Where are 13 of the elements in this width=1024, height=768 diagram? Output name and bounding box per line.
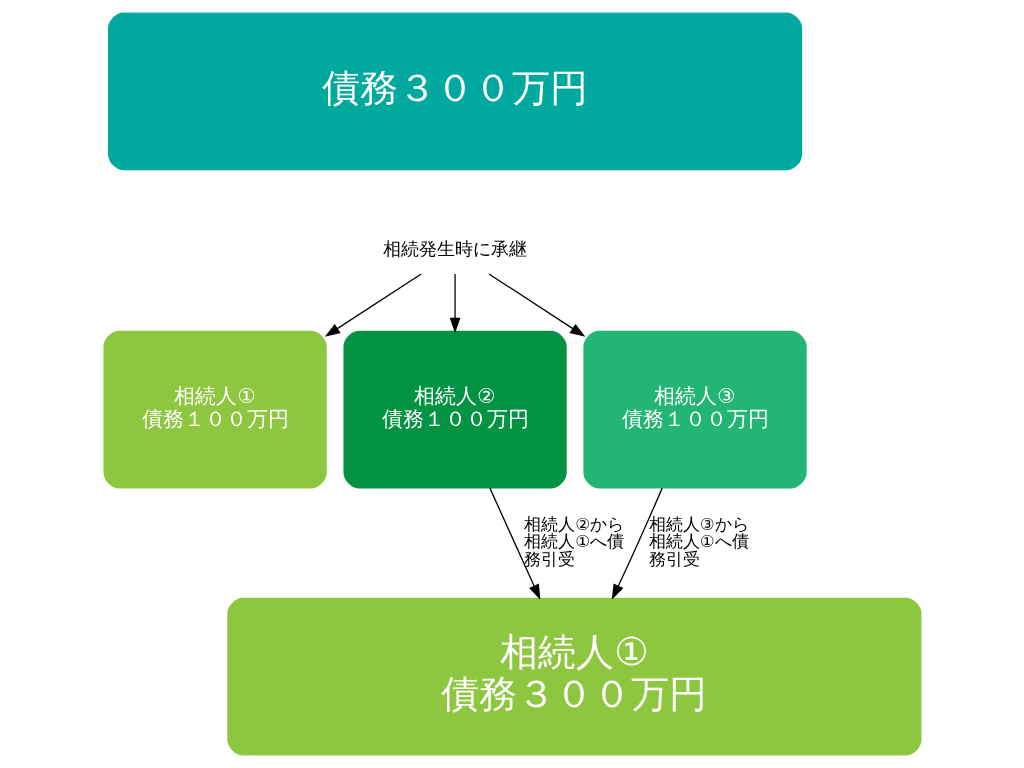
- edge-label: 相続人②から相続人①へ債務引受: [523, 514, 624, 570]
- arrow: [449, 273, 460, 334]
- node-box: 相続人① 債務１００万円: [103, 330, 327, 489]
- edge-label: 相続人③から相続人①へ債務引受: [648, 514, 749, 570]
- node-text: 相続発生時に承継: [382, 238, 527, 260]
- node-box: 債務３００万円: [107, 12, 802, 171]
- arrow: [487, 273, 585, 337]
- arrow: [611, 487, 663, 600]
- node-box: 相続人② 債務１００万円: [342, 330, 567, 489]
- arrow: [488, 487, 540, 600]
- node-box: 相続人③ 債務１００万円: [582, 330, 807, 489]
- arrow: [324, 273, 422, 337]
- node-box: 相続人① 債務３００万円: [226, 597, 921, 756]
